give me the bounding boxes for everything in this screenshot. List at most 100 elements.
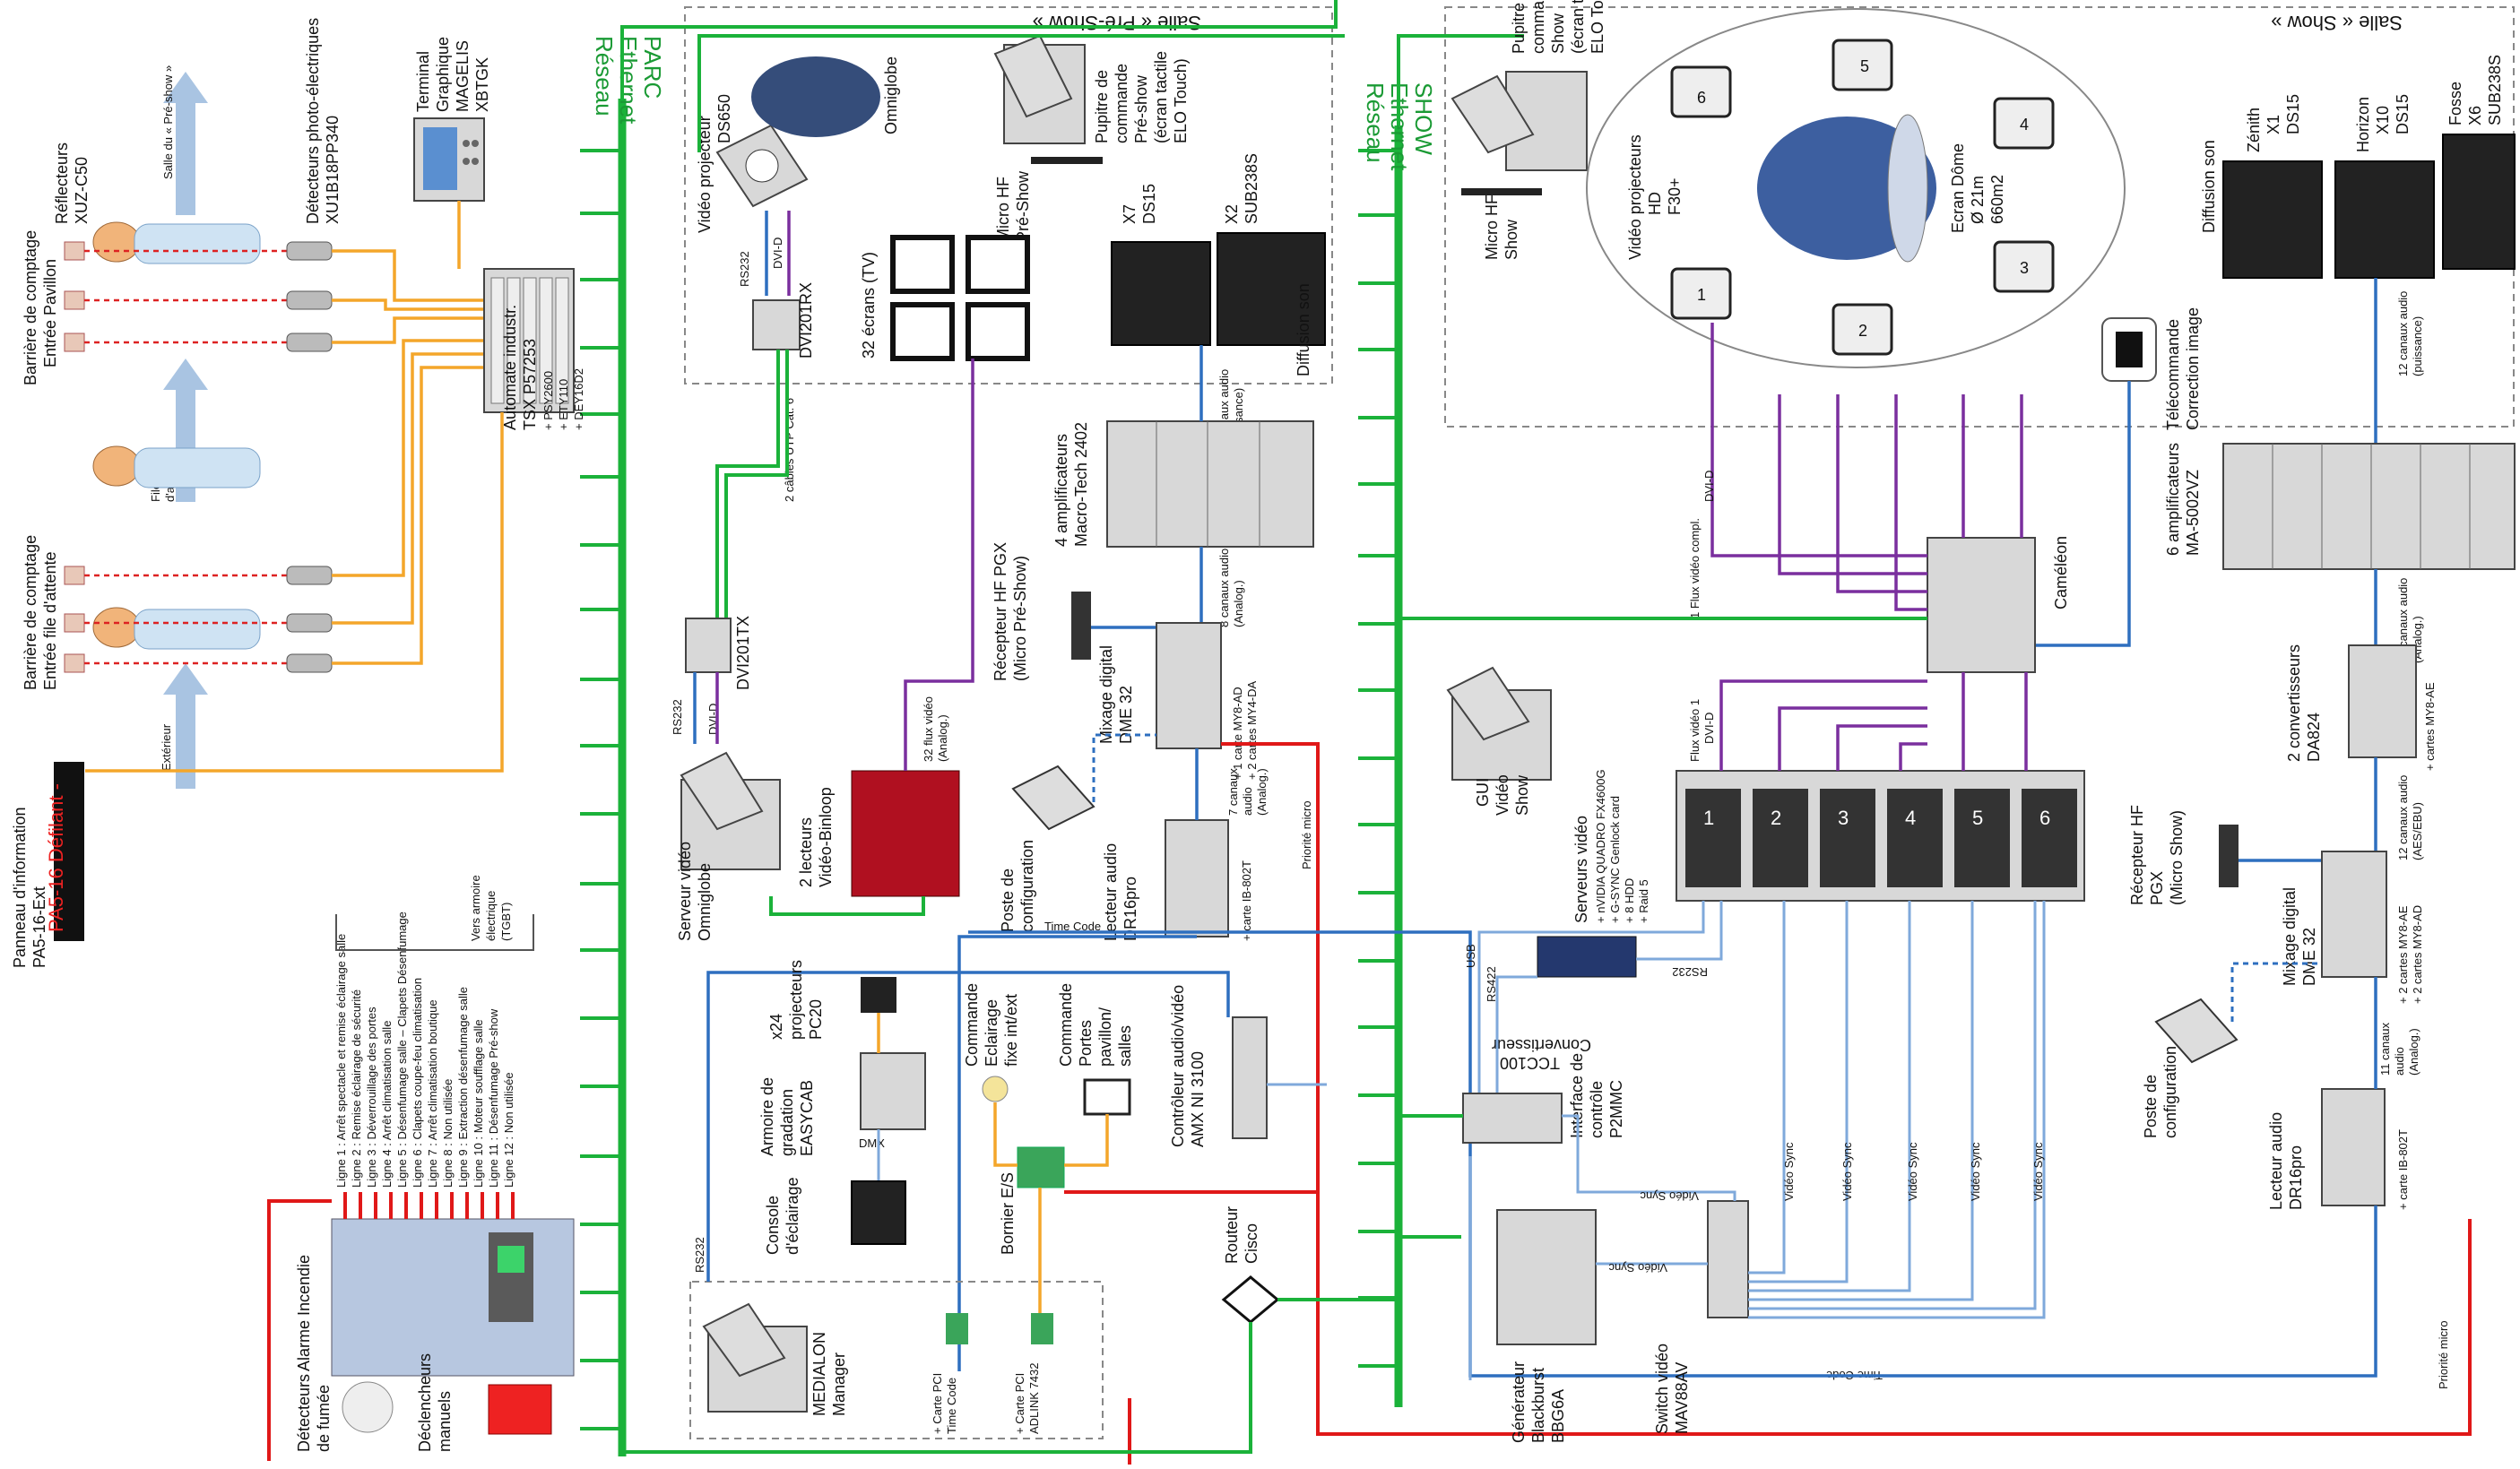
binloop-l1: 2 lecteurs — [797, 817, 815, 887]
switch-l2: MAV88AV — [1673, 1362, 1691, 1434]
cameleon-label: Caméléon — [2052, 536, 2070, 609]
carte-tc-l1: + Carte PCI — [931, 1373, 944, 1434]
x2-l1: X2 — [1223, 204, 1241, 224]
dme-preshow-l1: Mixage digital — [1097, 645, 1115, 744]
gui-l1: GUI — [1474, 778, 1492, 807]
pci-tc-icon — [946, 1313, 968, 1344]
fosse-l3: SUB238S — [2486, 55, 2504, 125]
fosse-l2: X6 — [2466, 106, 2484, 125]
automate-l5: + DEY16D2 — [572, 368, 585, 430]
ecran-l1: Ecran Dôme — [1949, 143, 1967, 233]
telecommande-icon — [2116, 332, 2143, 367]
fire-lines-list: Ligne 1 : Arrêt spectacle et remise écla… — [334, 912, 515, 1188]
recepteur-show-l2: PGX — [2148, 871, 2166, 905]
horizon-l1: Horizon — [2354, 97, 2372, 152]
switch-l1: Switch vidéo — [1653, 1344, 1671, 1434]
omniglobe-label: Omniglobe — [882, 56, 900, 134]
vsync-label-2: Vidéo Sync — [1608, 1261, 1667, 1275]
x24-l2: projecteurs — [787, 960, 805, 1040]
vp-show-l2: HD — [1646, 192, 1664, 215]
fire-line: Ligne 10 : Moteur soufflage salle — [472, 1019, 485, 1188]
server-num-6: 6 — [2039, 807, 2050, 829]
dme-show-l1: Mixage digital — [2281, 887, 2299, 986]
poste-preshow-l1: Poste de — [999, 868, 1017, 932]
canaux11-l2: audio — [2393, 1047, 2406, 1076]
serveurs-l4: + 8 HDD — [1623, 878, 1636, 923]
serveurs-l2: + nVIDIA QUADRO FX4600G — [1594, 769, 1607, 923]
proj-num-3: 3 — [2020, 259, 2029, 277]
fire-line: Ligne 9 : Extraction désenfumage salle — [456, 987, 470, 1188]
gradation-l3: EASYCAB — [798, 1080, 816, 1156]
x24-l1: x24 — [767, 1014, 785, 1040]
proj-num-4: 4 — [2020, 116, 2029, 134]
zenith-l2: X1 — [2265, 115, 2282, 134]
vsync-label-3: Vidéo Sync — [1782, 1142, 1796, 1201]
fire-line: Ligne 7 : Arrêt climatisation boutique — [426, 999, 439, 1188]
fire-alarm-label: Alarme Incendie — [295, 1255, 313, 1371]
cmd-portes-l4: salles — [1116, 1025, 1134, 1067]
ecrans-label: 32 écrans (TV) — [860, 252, 878, 359]
ampli-preshow-l1: 4 amplificateurs — [1052, 434, 1070, 547]
routeur-l1: Routeur — [1223, 1206, 1241, 1264]
server-num-4: 4 — [1905, 807, 1916, 829]
zenith-l3: DS15 — [2284, 94, 2302, 134]
micro-preshow-l2: Pré-Show — [1014, 170, 1032, 242]
lecteur-preshow-l1: Lecteur audio — [1102, 843, 1120, 941]
carte-tc-l2: Time Code — [945, 1378, 958, 1434]
salle-preshow-label: Salle du « Pré-show » — [161, 65, 175, 179]
dvi201tx-label: DVI201TX — [734, 616, 752, 690]
amx-l2: AMX NI 3100 — [1189, 1051, 1207, 1147]
info-panel: PA5-16 Défilant - Panneau d'information … — [11, 762, 84, 968]
pupitre-show-l5: ELO Touch) — [1589, 0, 1606, 54]
rs232-preshow: RS232 — [738, 251, 751, 287]
dvi201rx-label: DVI201RX — [797, 282, 815, 359]
bus-parc-line3: PARC — [639, 36, 666, 99]
pupitre-preshow-l5: ELO Touch) — [1172, 58, 1190, 143]
detecteurs-l1: Détecteurs photo-électriques — [304, 18, 322, 224]
serveur-omniglobe-l2: Omniglobe — [696, 863, 714, 941]
lamp-icon — [983, 1076, 1008, 1102]
manual-l1: Déclencheurs — [416, 1353, 434, 1452]
diffusion-show: Diffusion son — [2200, 140, 2218, 233]
door-icon — [1085, 1080, 1130, 1114]
barrier-pavillon-l2: Entrée Pavillon — [41, 259, 59, 367]
telecommande-l2: Correction image — [2184, 307, 2202, 430]
serveur-omniglobe-l1: Serveur vidéo — [676, 842, 694, 941]
rs232-control: RS232 — [693, 1237, 706, 1273]
vsync-label-7: Vidéo Sync — [2031, 1142, 2045, 1201]
fire-line: Ligne 12 : Non utilisée — [502, 1072, 515, 1188]
routeur-l2: Cisco — [1243, 1223, 1260, 1264]
micro-show-l1: Micro HF — [1483, 194, 1501, 260]
rs232-mid: RS232 — [671, 699, 684, 735]
horizon-l3: DS15 — [2394, 94, 2412, 134]
usb-label: USB — [1464, 944, 1477, 968]
poste-show-l1: Poste de — [2142, 1075, 2160, 1138]
vp-show-l1: Vidéo projecteurs — [1626, 134, 1644, 260]
info-panel-l1: Panneau d'information — [11, 807, 29, 968]
server-num-3: 3 — [1838, 807, 1849, 829]
fire-line: Ligne 1 : Arrêt spectacle et remise écla… — [334, 934, 348, 1188]
cmd-eclairage-l3: fixe int/ext — [1002, 994, 1020, 1067]
proj-num-6: 6 — [1697, 89, 1706, 107]
diffusion-preshow: Diffusion son — [1295, 283, 1312, 376]
info-panel-l2: PA5-16-Ext — [30, 886, 48, 968]
terminal-magelis: Terminal Graphique MAGELIS XBTGK — [414, 37, 491, 269]
canaux-analog-l2: (Analog.) — [1232, 580, 1245, 627]
bornier-icon — [1018, 1147, 1064, 1188]
x24-l3: PC20 — [807, 999, 825, 1040]
manual-l2: manuels — [436, 1391, 454, 1452]
bus-show: Réseau Ethernet SHOW — [622, 0, 1524, 1407]
omniglobe-icon — [751, 56, 880, 137]
dme-preshow-c2: + 2 cartes MY4-DA — [1245, 680, 1259, 780]
bus-parc-line1: Réseau — [591, 36, 618, 117]
horizon-l2: X10 — [2374, 106, 2392, 134]
pupitre-show-l3: Show — [1549, 13, 1567, 54]
recepteur-pgx-l1: Récepteur HF PGX — [992, 542, 1009, 681]
ampli-show-l1: 6 amplificateurs — [2164, 443, 2182, 556]
lecteur-show-card: + carte IB-802T — [2396, 1129, 2410, 1210]
canaux12p-l2: (puissance) — [2411, 316, 2424, 376]
fire-line: Ligne 6 : Clapets coupe-feu climatisatio… — [411, 978, 424, 1188]
cmd-portes-l2: Portes — [1077, 1020, 1095, 1067]
terminal-l3: MAGELIS — [454, 40, 472, 112]
tcc-l2: Convertisseur — [1492, 1036, 1591, 1054]
